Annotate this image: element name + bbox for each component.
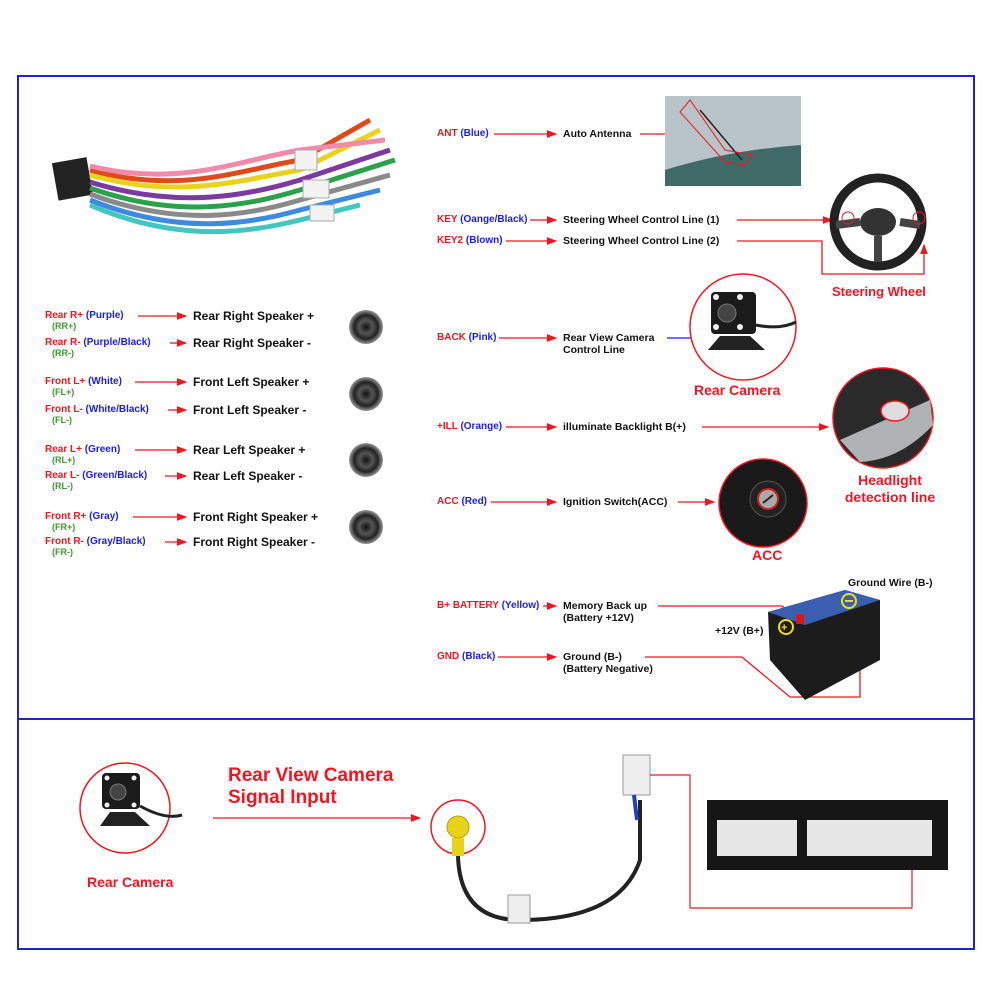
wire-color: (Purple/Black)	[83, 337, 151, 348]
speaker-desc: Front Right Speaker -	[193, 535, 316, 549]
function-row: ACC (Red)	[437, 496, 487, 507]
wire-color: (Orange)	[460, 421, 503, 432]
wire-color: (White)	[88, 376, 122, 387]
speaker-row: Front L+ (White)	[45, 376, 122, 387]
wire-name: B+ BATTERY	[437, 600, 499, 611]
wire-color: (Yellow)	[501, 600, 540, 611]
headlight-image	[832, 367, 934, 469]
speaker-desc: Front Left Speaker +	[193, 375, 310, 389]
rear-camera-image	[689, 273, 797, 381]
wire-color: (Blue)	[460, 128, 489, 139]
wire-name: KEY2	[437, 235, 464, 246]
head-unit-port-image	[707, 800, 948, 870]
function-row: KEY (Oange/Black)	[437, 214, 527, 225]
function-desc: Memory Back up(Battery +12V)	[563, 600, 648, 624]
speaker-row: Front R+ (Gray)	[45, 511, 119, 522]
wire-name: KEY	[437, 214, 458, 225]
wire-color: (Purple)	[85, 310, 124, 321]
wire-code: (RL-)	[52, 481, 73, 491]
steering-wheel-image	[829, 173, 927, 271]
wire-color: (Gray)	[89, 511, 119, 522]
wire-name: Front L-	[45, 404, 83, 415]
wire-color: (Green)	[84, 444, 121, 455]
top-panel-frame	[17, 75, 975, 720]
wire-name: GND	[437, 651, 460, 662]
ground-wire-label: Ground Wire (B-)	[848, 577, 933, 589]
wire-code: (FR+)	[52, 522, 76, 532]
wire-color: (White/Black)	[85, 404, 149, 415]
bottom-panel-frame	[17, 716, 975, 950]
speaker-row: Rear L- (Green/Black)	[45, 470, 147, 481]
wire-code: (FL-)	[52, 415, 72, 425]
function-row: +ILL (Orange)	[437, 421, 502, 432]
wiring-harness-image	[51, 117, 396, 235]
wire-color: (Oange/Black)	[460, 214, 528, 225]
wire-name: ACC	[437, 496, 459, 507]
bottom-rear-camera-caption: Rear Camera	[87, 874, 174, 890]
bottom-rear-camera-image	[79, 762, 183, 854]
wire-color: (Gray/Black)	[86, 536, 146, 547]
function-row: B+ BATTERY (Yellow)	[437, 600, 539, 611]
function-row: BACK (Pink)	[437, 332, 496, 343]
wire-color: (Black)	[462, 651, 496, 662]
speaker-desc: Rear Right Speaker -	[193, 336, 312, 350]
function-row: GND (Black)	[437, 651, 495, 662]
wire-name: ANT	[437, 128, 458, 139]
ignition-switch-image	[718, 458, 808, 548]
wire-name: Rear R+	[45, 310, 84, 321]
wire-name: Rear R-	[45, 337, 81, 348]
speaker-desc: Rear Left Speaker -	[193, 469, 303, 483]
wire-color: (Blown)	[465, 235, 503, 246]
speaker-row: Rear R+ (Purple)	[45, 310, 124, 321]
steering-wheel-caption: Steering Wheel	[832, 284, 926, 299]
wire-color: (Red)	[461, 496, 488, 507]
wire-name: BACK	[437, 332, 466, 343]
wire-name: Rear L-	[45, 470, 80, 481]
wire-code: (FR-)	[52, 547, 73, 557]
function-desc: illuminate Backlight B(+)	[563, 421, 686, 433]
plus-12v-label: +12V (B+)	[715, 625, 764, 637]
speaker-row: Front L- (White/Black)	[45, 404, 149, 415]
svg-text:+: +	[781, 622, 787, 634]
speaker-desc: Front Left Speaker -	[193, 403, 307, 417]
wire-code: (FL+)	[52, 387, 75, 397]
wire-color: (Green/Black)	[82, 470, 148, 481]
antenna-image	[665, 96, 801, 186]
wire-name: Rear L+	[45, 444, 82, 455]
function-desc: Steering Wheel Control Line (1)	[563, 214, 720, 226]
speaker-row: Front R- (Gray/Black)	[45, 536, 146, 547]
rear-camera-caption: Rear Camera	[694, 382, 781, 398]
function-row: KEY2 (Blown)	[437, 235, 503, 246]
speaker-row: Rear L+ (Green)	[45, 444, 120, 455]
function-desc: Steering Wheel Control Line (2)	[563, 235, 720, 247]
speaker-desc: Rear Left Speaker +	[193, 443, 306, 457]
wire-name: Front R+	[45, 511, 87, 522]
wire-name: +ILL	[437, 421, 458, 432]
battery-image: +	[768, 590, 880, 700]
wire-code: (RR-)	[52, 348, 74, 358]
function-row: ANT (Blue)	[437, 128, 489, 139]
acc-caption: ACC	[752, 547, 783, 563]
function-desc: Ignition Switch(ACC)	[563, 496, 668, 508]
function-desc: Ground (B-)(Battery Negative)	[563, 651, 653, 675]
wire-code: (RR+)	[52, 321, 77, 331]
speaker-icons	[349, 310, 383, 544]
rca-cable-image	[430, 754, 651, 924]
wire-name: Front R-	[45, 536, 84, 547]
speaker-row: Rear R- (Purple/Black)	[45, 337, 151, 348]
function-desc: Auto Antenna	[563, 128, 632, 140]
wire-color: (Pink)	[468, 332, 497, 343]
speaker-desc: Rear Right Speaker +	[193, 309, 315, 323]
wire-name: Front L+	[45, 376, 86, 387]
speaker-arrows	[133, 312, 188, 546]
speaker-desc: Front Right Speaker +	[193, 510, 319, 524]
wire-code: (RL+)	[52, 455, 76, 465]
